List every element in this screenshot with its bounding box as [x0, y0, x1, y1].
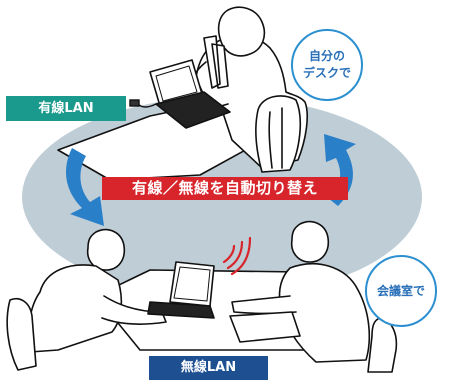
desk-chair: [255, 95, 302, 173]
meeting-person-left-head: [86, 228, 126, 271]
meeting-documents: [229, 311, 301, 343]
meeting-location-bubble: 会議室で: [365, 255, 437, 327]
wireless-laptop-base: [147, 301, 215, 319]
desk-bubble-line1: 自分の: [308, 49, 345, 63]
left-arrow: [66, 148, 104, 226]
meeting-scene: [6, 220, 398, 373]
meeting-bubble-line1: 会議室で: [376, 283, 425, 298]
wired-lan-label: 有線LAN: [6, 96, 126, 121]
desk-documents: [203, 35, 229, 89]
wireless-signal-icon: [222, 236, 252, 276]
desk-location-bubble: 自分の デスクで: [291, 29, 363, 101]
desk-scene: [57, 6, 308, 181]
meeting-person-right-body: [278, 263, 371, 363]
wireless-laptop: [147, 261, 215, 319]
right-arrow: [324, 134, 356, 206]
wired-laptop-base: [155, 91, 231, 129]
wired-laptop: [149, 59, 231, 129]
desk-bubble-line2: デスクで: [302, 66, 351, 80]
meeting-person-left-arm: [101, 295, 167, 325]
meeting-person-right-head: [290, 220, 330, 263]
auto-switch-banner: 有線／無線を自動切り替え: [102, 177, 348, 200]
lan-cable: [129, 99, 157, 108]
wireless-lan-label: 無線LAN: [149, 356, 268, 380]
meeting-chair-left: [6, 298, 37, 371]
switch-arrows: [66, 134, 356, 226]
desk-person-head: [217, 6, 266, 57]
